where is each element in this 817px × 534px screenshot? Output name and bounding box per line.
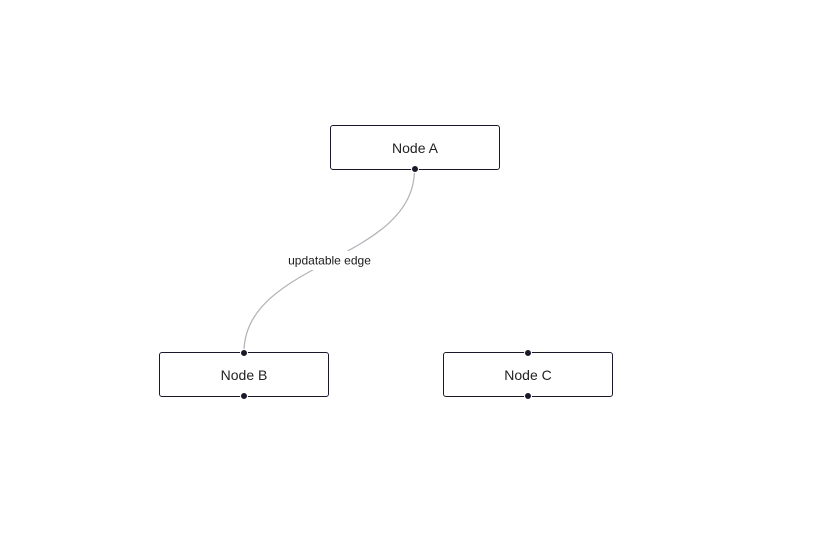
edge-path[interactable]: [243, 169, 416, 353]
node-c[interactable]: Node C: [443, 349, 613, 400]
edge-a-b[interactable]: updatable edge: [243, 169, 416, 353]
node-b[interactable]: Node B: [159, 349, 329, 400]
node-c-label: Node C: [504, 366, 552, 383]
node-c-target-handle[interactable]: [524, 349, 532, 357]
node-c-source-handle[interactable]: [524, 392, 532, 400]
node-b-target-handle[interactable]: [240, 349, 248, 357]
node-b-label: Node B: [220, 366, 268, 383]
node-a-source-handle[interactable]: [411, 165, 419, 173]
node-a[interactable]: Node A: [330, 125, 500, 173]
node-b-source-handle[interactable]: [240, 392, 248, 400]
node-a-label: Node A: [392, 139, 438, 156]
